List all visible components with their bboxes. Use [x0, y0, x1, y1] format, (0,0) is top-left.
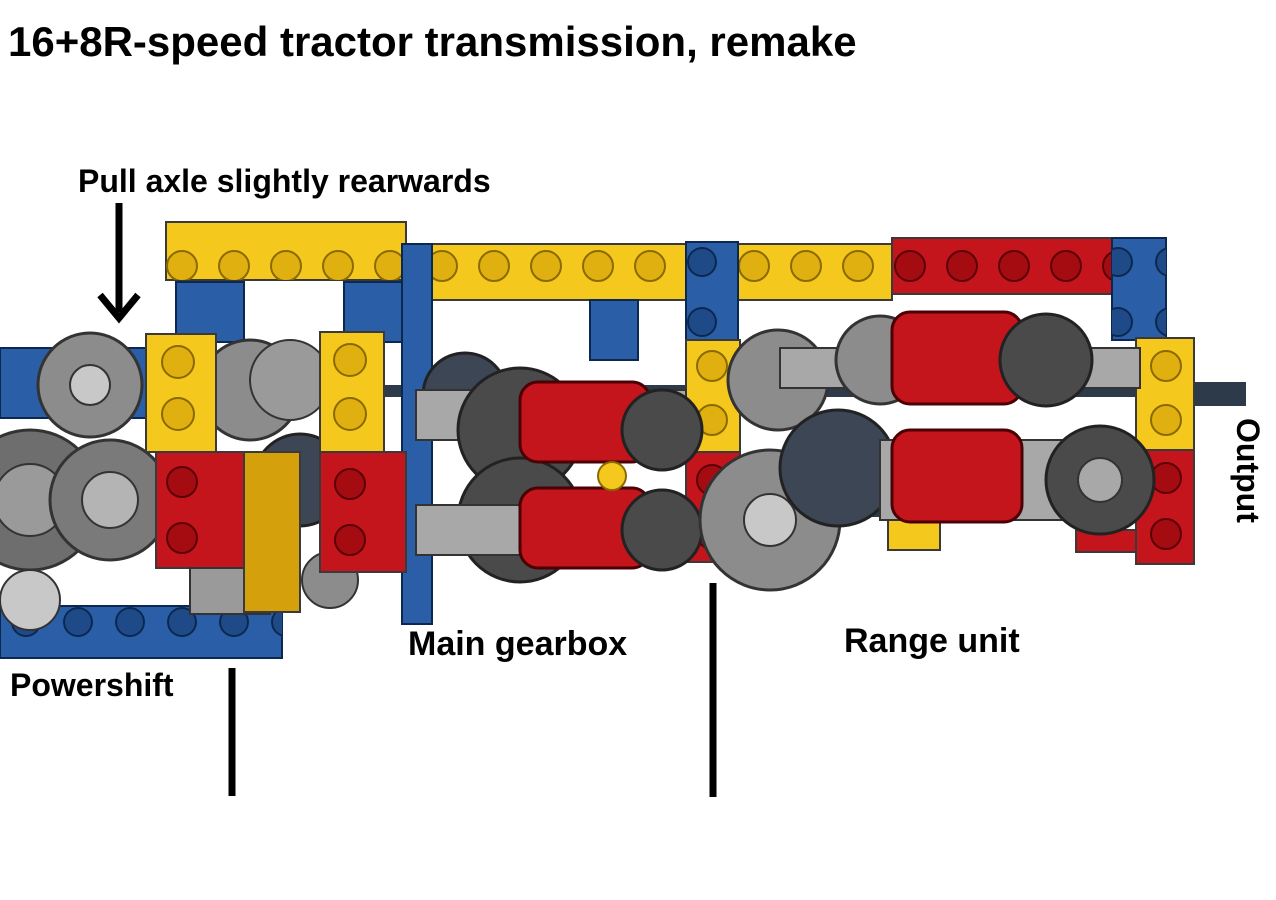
main-gearbox-label: Main gearbox	[408, 625, 628, 663]
output-label: Output	[1230, 418, 1266, 523]
pull-axle-label: Pull axle slightly rearwards	[78, 163, 491, 199]
powershift-label: Powershift	[10, 667, 174, 703]
top-beams	[165, 221, 1113, 301]
range-unit-label: Range unit	[844, 622, 1020, 660]
powershift-gears	[0, 331, 359, 631]
connector-blocks	[145, 331, 1195, 615]
main-gearbox-gears	[415, 351, 704, 584]
annotations	[97, 203, 717, 797]
range-unit-gears	[698, 310, 1156, 592]
page-title: 16+8R-speed tractor transmission, remake	[8, 18, 857, 65]
